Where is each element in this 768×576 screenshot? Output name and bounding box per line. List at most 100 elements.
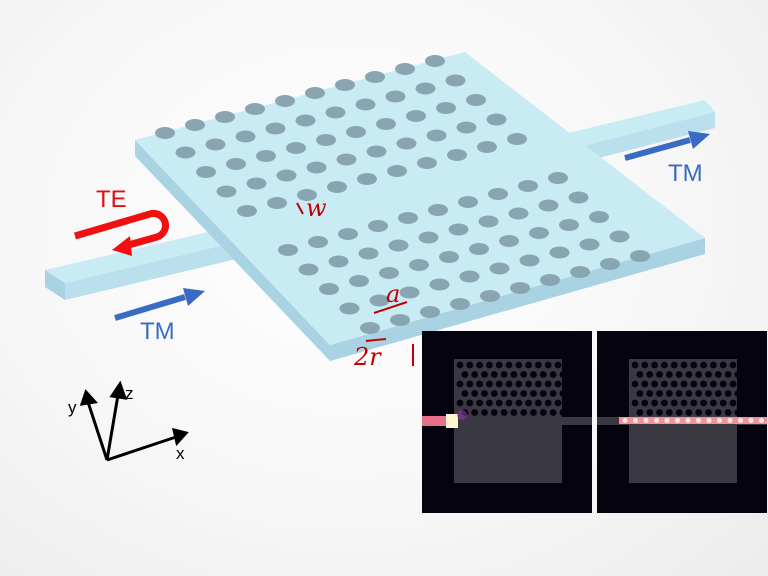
hole bbox=[490, 390, 498, 397]
hole bbox=[656, 390, 663, 397]
hole bbox=[346, 126, 366, 138]
hole bbox=[554, 380, 562, 388]
hole bbox=[226, 158, 246, 170]
hole bbox=[429, 278, 450, 291]
hole bbox=[675, 390, 683, 397]
hole bbox=[155, 127, 175, 139]
hole bbox=[559, 409, 567, 416]
field-maximum bbox=[675, 418, 680, 423]
hole bbox=[436, 102, 456, 114]
hole bbox=[675, 409, 683, 416]
hole bbox=[489, 262, 510, 275]
hole bbox=[466, 94, 486, 106]
hole bbox=[267, 197, 287, 209]
hole bbox=[705, 390, 712, 397]
hole bbox=[631, 361, 639, 369]
hole bbox=[656, 371, 663, 378]
hole bbox=[480, 290, 500, 302]
hole bbox=[507, 133, 527, 145]
hole bbox=[286, 142, 306, 154]
x-axis-label: x bbox=[176, 444, 185, 463]
w-label: w bbox=[306, 194, 327, 222]
hole bbox=[500, 371, 508, 378]
hole bbox=[549, 246, 570, 259]
hole bbox=[520, 371, 528, 378]
hole bbox=[525, 361, 532, 369]
hole bbox=[385, 90, 406, 103]
hole bbox=[495, 399, 503, 407]
hole bbox=[466, 380, 474, 388]
hole bbox=[515, 380, 523, 388]
hole bbox=[398, 212, 418, 224]
hole bbox=[466, 399, 474, 407]
hole bbox=[535, 380, 542, 388]
axes-icon bbox=[79, 380, 189, 462]
hole bbox=[349, 275, 369, 287]
hole bbox=[700, 361, 707, 369]
hole bbox=[471, 371, 479, 378]
hole bbox=[481, 409, 488, 416]
field-maximum bbox=[643, 418, 649, 423]
hole bbox=[469, 243, 489, 255]
hole bbox=[275, 95, 295, 107]
hole bbox=[641, 361, 649, 369]
hole bbox=[388, 239, 409, 252]
hole bbox=[459, 270, 480, 283]
field-maximum bbox=[696, 418, 701, 423]
hole bbox=[327, 181, 347, 193]
hole bbox=[734, 371, 742, 378]
hole bbox=[365, 71, 385, 83]
hole bbox=[559, 371, 567, 378]
hole bbox=[700, 399, 707, 407]
hole bbox=[417, 157, 437, 169]
hole bbox=[481, 371, 488, 378]
hole bbox=[729, 380, 737, 388]
hole bbox=[530, 390, 537, 397]
hole bbox=[477, 141, 497, 153]
hole bbox=[515, 361, 523, 369]
hole bbox=[308, 236, 328, 248]
slab-side bbox=[135, 140, 705, 361]
hole bbox=[215, 111, 235, 123]
hole bbox=[544, 361, 552, 369]
hole bbox=[535, 399, 542, 407]
hole bbox=[196, 166, 216, 178]
output-waveguide bbox=[560, 100, 715, 148]
hole bbox=[714, 371, 722, 378]
hole bbox=[695, 371, 703, 378]
field-maximum bbox=[738, 418, 743, 423]
field-maximum bbox=[664, 418, 670, 423]
hole bbox=[298, 263, 319, 276]
hole bbox=[335, 79, 355, 91]
hole bbox=[360, 322, 380, 334]
hole bbox=[700, 380, 707, 388]
hole bbox=[278, 244, 298, 256]
hole bbox=[695, 390, 703, 397]
dimension-arrows bbox=[296, 202, 414, 366]
field-intensity bbox=[619, 417, 767, 424]
hole bbox=[448, 223, 469, 236]
hole bbox=[554, 361, 562, 369]
hole bbox=[456, 361, 464, 369]
a-label: a bbox=[386, 280, 401, 308]
hole bbox=[554, 399, 562, 407]
field-maximum bbox=[748, 418, 754, 423]
field-maximum bbox=[633, 418, 638, 423]
hole bbox=[490, 371, 498, 378]
hole bbox=[665, 371, 673, 378]
hole bbox=[295, 114, 316, 127]
hole bbox=[338, 228, 358, 240]
hole bbox=[478, 215, 499, 228]
field-maximum bbox=[727, 418, 733, 423]
hole bbox=[515, 399, 523, 407]
hole bbox=[488, 188, 508, 200]
hole bbox=[461, 371, 469, 378]
hole bbox=[589, 211, 609, 223]
hole bbox=[235, 130, 256, 143]
hole bbox=[246, 177, 267, 190]
input-waveguide-side bbox=[45, 270, 65, 300]
hole bbox=[685, 409, 693, 416]
hole bbox=[670, 361, 678, 369]
hole bbox=[665, 409, 673, 416]
hole bbox=[538, 199, 559, 212]
